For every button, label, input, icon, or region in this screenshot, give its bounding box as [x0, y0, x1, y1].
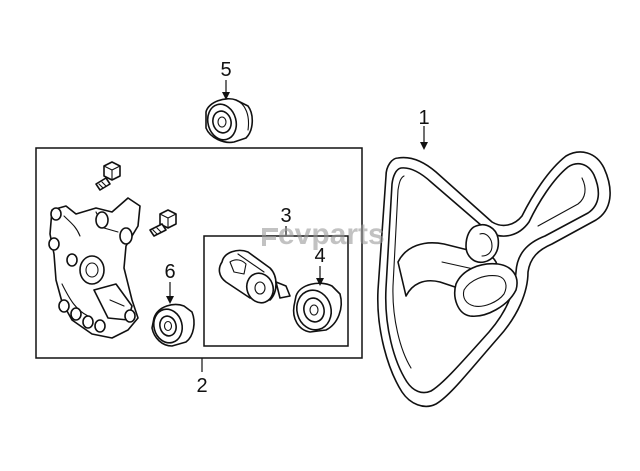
callout-6: 6: [164, 261, 175, 283]
watermark: evparts: [262, 218, 385, 251]
callout-4: 4: [314, 245, 325, 267]
tensioner-bracket: [48, 197, 141, 339]
callout-2: 2: [196, 375, 207, 397]
tensioner-body: [218, 249, 291, 304]
leader-lines: [166, 80, 428, 372]
bolt-upper: [95, 161, 121, 191]
callout-5: 5: [220, 59, 231, 81]
idler-pulley-top: [205, 97, 254, 144]
idler-pulley-lower: [151, 303, 195, 347]
callout-3: 3: [280, 205, 291, 227]
tensioner-assembly-box: [35, 147, 363, 359]
tensioner-pulley: [292, 282, 342, 333]
watermark-text: evparts: [278, 218, 385, 251]
bolt-middle: [149, 209, 177, 237]
serpentine-belt: [376, 151, 611, 408]
callout-1: 1: [418, 107, 429, 129]
